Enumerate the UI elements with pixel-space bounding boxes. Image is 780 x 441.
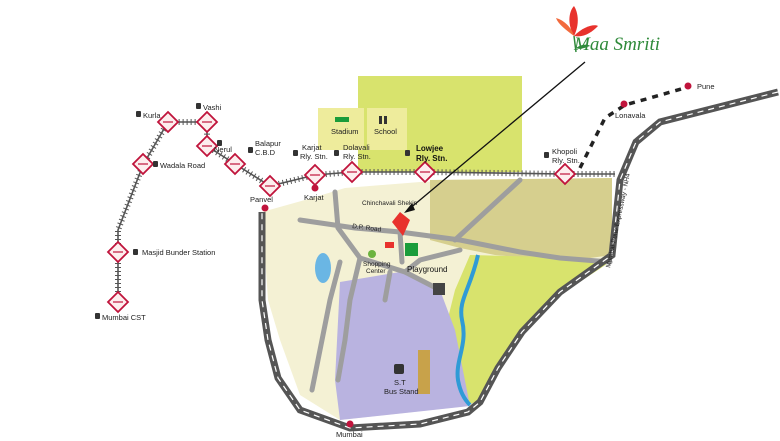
label-mumbai-cst: Mumbai CST [102, 313, 146, 322]
label-dolavali-2: Rly. Stn. [343, 152, 371, 161]
label-karjat: Karjat [304, 193, 325, 202]
train-icons [95, 103, 549, 374]
train-icon-kurla [136, 111, 141, 117]
flower-logo [556, 6, 598, 53]
farmland-area [430, 178, 612, 260]
label-nerul: Nerul [214, 145, 232, 154]
label-karjat-stn-2: Rly. Stn. [300, 152, 328, 161]
label-masjid: Masjid Bunder Station [142, 248, 215, 257]
label-shopping-1: Shopping [363, 261, 391, 268]
label-st-2: Bus Stand [384, 387, 419, 396]
school-icon [379, 116, 387, 124]
train-icon-khopoli [544, 152, 549, 158]
label-school: School [374, 127, 397, 136]
playground-icon [405, 243, 418, 256]
label-lonavala: Lonavala [615, 111, 646, 120]
stadium-block [318, 108, 364, 150]
lonavala-dot [620, 100, 628, 108]
label-st-1: S.T [394, 378, 406, 387]
karjat-dot [311, 184, 319, 192]
bus-stand-area [335, 272, 470, 420]
train-icon-nerul [217, 140, 222, 146]
mumbai-dot [346, 420, 354, 428]
stadium-icon [335, 117, 349, 122]
panvel-dot [261, 204, 269, 212]
pune-route [578, 85, 689, 169]
train-icon-masjid [133, 249, 138, 255]
label-balapur-1: Balapur [255, 139, 281, 148]
label-stadium: Stadium [331, 127, 359, 136]
label-kurla: Kurla [143, 111, 161, 120]
railway-line [115, 119, 615, 300]
label-balapur-2: C.B.D [255, 148, 276, 157]
label-pune: Pune [697, 82, 715, 91]
label-karjat-stn-1: Karjat [302, 143, 323, 152]
forest-area [445, 255, 610, 406]
bus-icon [394, 364, 404, 374]
train-icon-karjat [293, 150, 298, 156]
label-mumbai: Mumbai [336, 430, 363, 439]
label-khopoli-2: Rly. Stn. [552, 156, 580, 165]
label-khopoli-1: Khopoli [552, 147, 577, 156]
school-block [367, 108, 407, 150]
label-playground: Playground [407, 265, 447, 274]
train-icon-mumbai-cst [95, 313, 100, 319]
label-dolavali-1: Dolavali [343, 143, 370, 152]
label-dp-road: D.P. Road [352, 223, 382, 234]
label-vashi: Vashi [203, 103, 222, 112]
train-icon-wadala [153, 161, 158, 167]
label-wadala: Wadala Road [160, 161, 205, 170]
label-lowjee-2: Rly. Stn. [416, 154, 447, 163]
label-panvel: Panvel [250, 195, 273, 204]
brand-name: Maa Smriti [573, 34, 660, 55]
river [455, 254, 480, 407]
lake [315, 253, 331, 283]
label-chinchawali: Chinchavali Shekin [362, 200, 418, 207]
station-marker-lines [113, 121, 570, 303]
pune-dot [684, 82, 692, 90]
roads [297, 177, 613, 393]
train-icon-dolavali [334, 150, 339, 156]
site-pointer-head [404, 203, 415, 213]
project-site-marker [392, 212, 410, 236]
bus-stand-block [418, 350, 430, 394]
train-icon-balapur [248, 147, 253, 153]
site-red-block [385, 242, 394, 248]
label-shopping-2: Center [366, 268, 386, 275]
label-lowjee-1: Lowjee [416, 144, 444, 153]
train-icon-vashi [196, 103, 201, 109]
site-pointer [407, 61, 586, 211]
expressway-dash [261, 91, 779, 429]
town-dots [261, 82, 692, 428]
dark-building [433, 283, 445, 295]
shopping-icon [368, 250, 376, 258]
train-icon-lowjee [405, 150, 410, 156]
